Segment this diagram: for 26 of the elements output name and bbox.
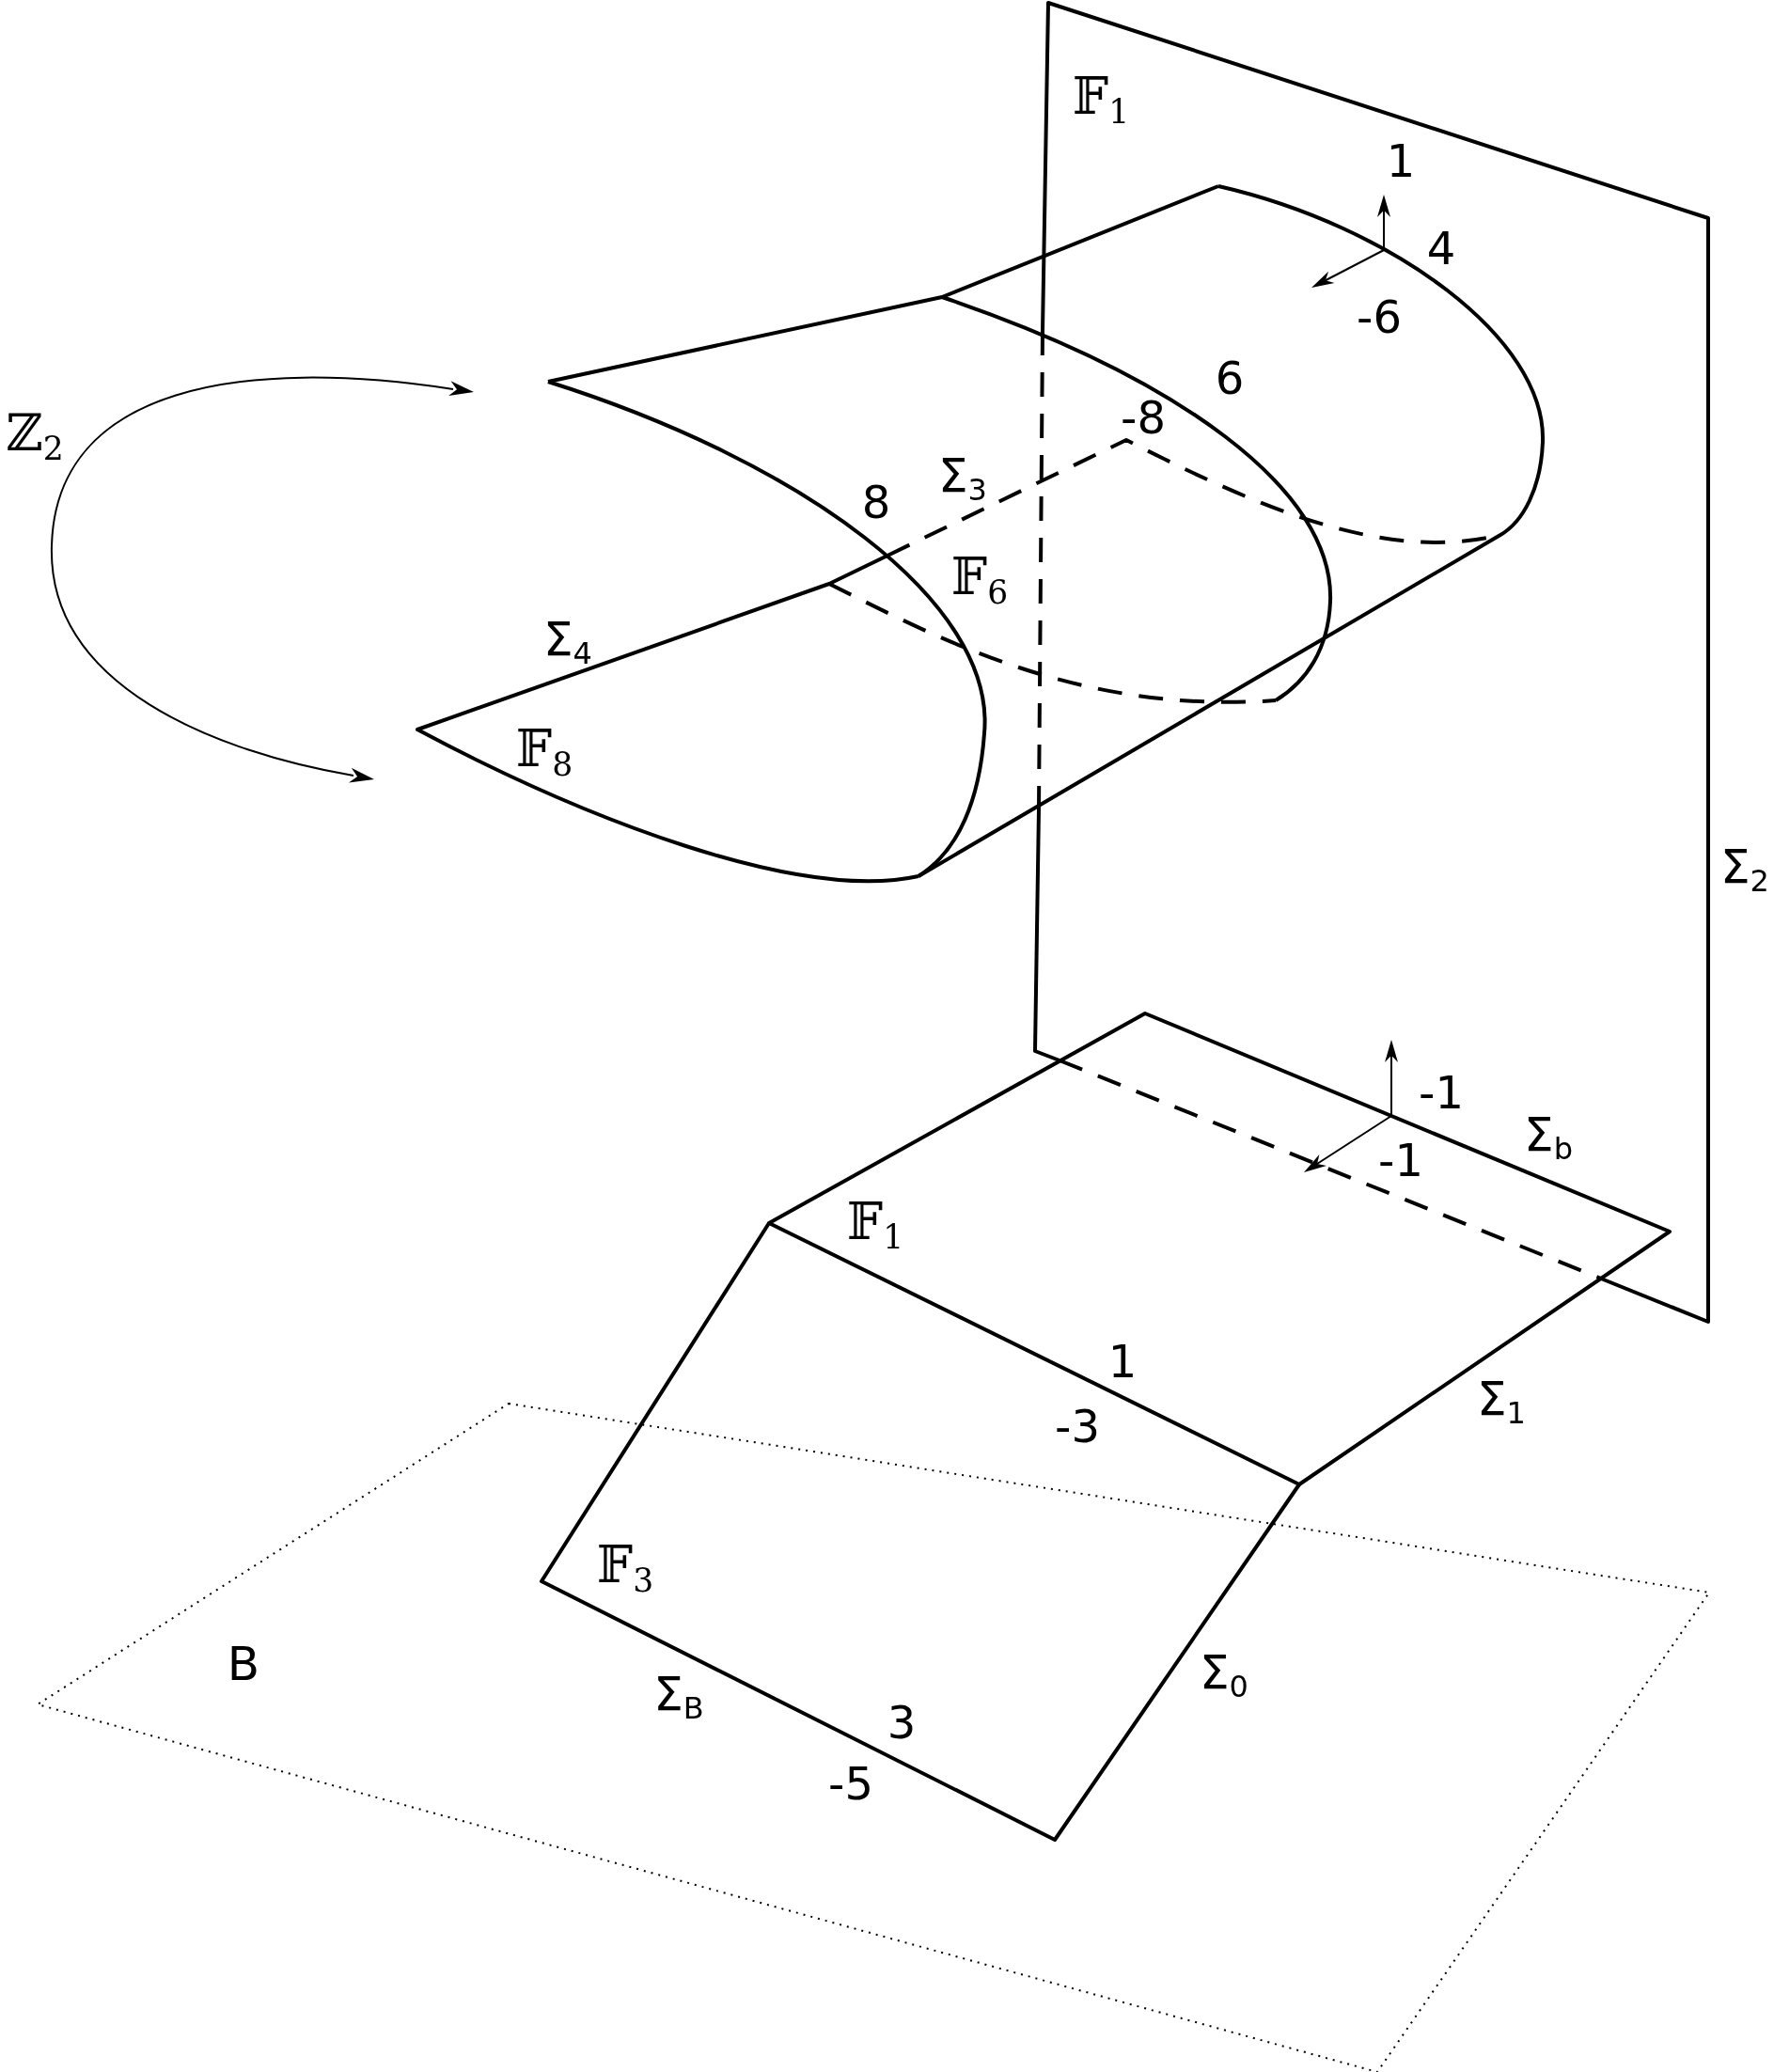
curve-label: Σ$_{2}$ (1720, 843, 1769, 890)
intersection-number: 4 (1426, 226, 1456, 271)
intersection-number: -1 (1419, 1070, 1464, 1115)
intersection-number: 1 (1107, 1339, 1138, 1384)
surface-label: 𝔽$_{1}$ (1072, 71, 1130, 122)
intersection-number: -1 (1378, 1138, 1423, 1183)
intersection-number: 1 (1386, 138, 1416, 183)
base-label: B (227, 1640, 260, 1687)
surface-label: 𝔽$_{8}$ (515, 724, 573, 775)
curve-label: Σ$_{b}$ (1524, 1111, 1573, 1158)
curve-label: Σ$_{3}$ (938, 452, 987, 499)
curve-label: Σ$_{4}$ (543, 616, 592, 663)
intersection-number: -6 (1357, 294, 1402, 339)
intersection-number: -5 (828, 1761, 873, 1806)
intersection-number: -3 (1055, 1404, 1100, 1449)
surface-label: 𝔽$_{6}$ (950, 552, 1009, 603)
curve-label: Σ$_{B}$ (653, 1671, 704, 1718)
intersection-number: -8 (1121, 395, 1166, 440)
surface-label: 𝔽$_{1}$ (846, 1197, 904, 1248)
intersection-number: 3 (887, 1700, 917, 1745)
surface-label: 𝔽$_{3}$ (596, 1540, 654, 1591)
curve-label: Σ$_{0}$ (1200, 1649, 1248, 1696)
intersection-number: 6 (1215, 355, 1245, 400)
group-label: ℤ$_{2}$ (6, 408, 64, 459)
curve-label: Σ$_{1}$ (1477, 1375, 1526, 1422)
intersection-number: 8 (861, 479, 891, 525)
